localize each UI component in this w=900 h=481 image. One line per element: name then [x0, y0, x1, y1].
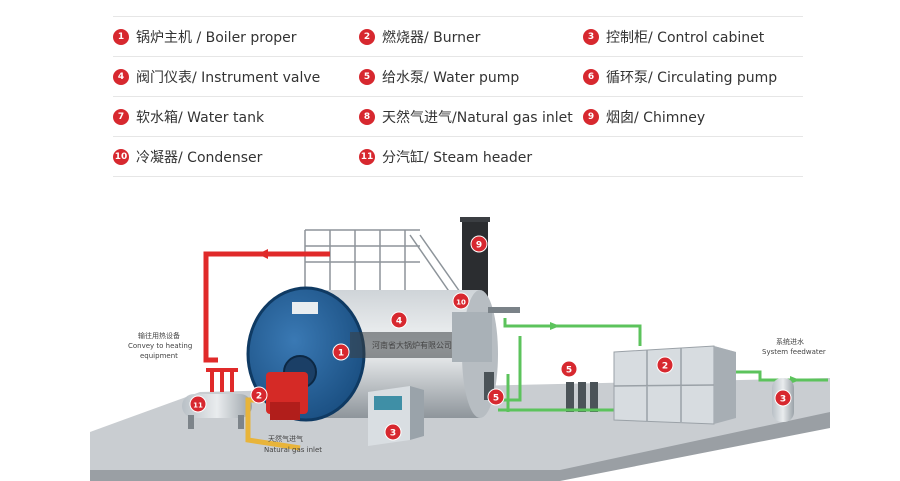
callout-circle [774, 389, 792, 407]
callout-badge: 2 [656, 356, 674, 374]
boiler-plate-text: 河南省大锅炉有限公司 [372, 340, 452, 350]
legend-item-burner: 2 燃烧器/ Burner [359, 28, 480, 46]
top-railing [304, 229, 461, 301]
water-flow-arrow [550, 322, 560, 330]
convey-note-en-1: Convey to heating [128, 342, 192, 350]
legend-item-boiler-proper: 1 锅炉主机 / Boiler proper [113, 28, 297, 46]
number-badge: 10 [113, 149, 129, 165]
legend-item-chimney: 9 烟囱/ Chimney [583, 108, 705, 126]
legend-label: 冷凝器/ Condenser [136, 150, 263, 166]
number-badge: 5 [359, 69, 375, 85]
water-flow-arrow [790, 376, 800, 384]
callout-circle [487, 388, 505, 406]
soft-water-tank [613, 345, 736, 425]
number-badge: 11 [359, 149, 375, 165]
legend-label: 软水箱/ Water tank [136, 110, 265, 126]
component-legend: 1 锅炉主机 / Boiler proper 2 燃烧器/ Burner 3 控… [113, 16, 803, 177]
callout-number: 2 [256, 392, 262, 402]
callout-circle [189, 395, 207, 413]
callout-circle [390, 311, 408, 329]
steam-flow-arrow [258, 249, 268, 259]
legend-label: 燃烧器/ Burner [382, 30, 481, 46]
steam-branch-pipes [206, 368, 238, 392]
number-badge: 2 [359, 29, 375, 45]
callout-badge: 5 [487, 388, 505, 406]
callout-badge: 9 [470, 235, 488, 253]
gas-inlet-note-en: Natural gas inlet [264, 446, 322, 454]
callout-number: 9 [476, 241, 482, 251]
callout-number: 4 [396, 317, 402, 327]
callout-circle [250, 386, 268, 404]
legend-item-circulating-pump: 6 循环泵/ Circulating pump [583, 68, 777, 86]
legend-item-control-cabinet: 3 控制柜/ Control cabinet [583, 28, 764, 46]
steam-header-support [188, 415, 194, 429]
legend-item-water-pump: 5 给水泵/ Water pump [359, 68, 519, 86]
legend-label: 阀门仪表/ Instrument valve [136, 70, 321, 86]
callout-number: 1 [338, 349, 344, 359]
legend-item-natural-gas-inlet: 8 天然气进气/Natural gas inlet [359, 108, 573, 126]
number-badge: 7 [113, 109, 129, 125]
legend-row: 10 冷凝器/ Condenser 11 分汽缸/ Steam header [113, 136, 803, 177]
callout-circle [656, 356, 674, 374]
callout-circle [452, 292, 470, 310]
callout-number: 3 [390, 429, 396, 439]
callout-number: 5 [566, 366, 572, 376]
condenser [452, 312, 492, 362]
legend-label: 给水泵/ Water pump [382, 70, 520, 86]
callout-number: 5 [493, 394, 499, 404]
callout-circle [332, 343, 350, 361]
steam-flow-arrow [204, 292, 208, 302]
legend-row: 7 软水箱/ Water tank 8 天然气进气/Natural gas in… [113, 96, 803, 136]
callout-badge: 2 [250, 386, 268, 404]
number-badge: 6 [583, 69, 599, 85]
legend-item-steam-header: 11 分汽缸/ Steam header [359, 148, 532, 166]
callout-number: 10 [456, 299, 466, 307]
legend-item-instrument-valve: 4 阀门仪表/ Instrument valve [113, 68, 320, 86]
steam-header-support [238, 415, 244, 429]
callout-badge: 10 [452, 292, 470, 310]
number-badge: 9 [583, 109, 599, 125]
legend-label: 烟囱/ Chimney [606, 110, 706, 126]
legend-label: 分汽缸/ Steam header [382, 150, 533, 166]
callout-number: 2 [662, 362, 668, 372]
chimney-top [460, 217, 490, 222]
legend-row: 1 锅炉主机 / Boiler proper 2 燃烧器/ Burner 3 控… [113, 16, 803, 56]
callout-badge: 1 [332, 343, 350, 361]
legend-label: 锅炉主机 / Boiler proper [136, 30, 297, 46]
number-badge: 8 [359, 109, 375, 125]
legend-label: 控制柜/ Control cabinet [606, 30, 765, 46]
water-pump-group [484, 372, 598, 412]
legend-item-condenser: 10 冷凝器/ Condenser [113, 148, 262, 166]
legend-label: 天然气进气/Natural gas inlet [382, 110, 573, 126]
legend-label: 循环泵/ Circulating pump [606, 70, 778, 86]
convey-note-en-2: equipment [140, 352, 178, 360]
control-cabinet-panel [374, 396, 402, 410]
number-badge: 4 [113, 69, 129, 85]
callout-number: 11 [193, 402, 203, 410]
callout-circle [384, 423, 402, 441]
boiler-nameplate [292, 302, 318, 314]
callout-badge: 5 [560, 360, 578, 378]
callout-badges: 1 2 2 3 3 4 5 5 9 10 11 [189, 235, 792, 441]
callout-circle [470, 235, 488, 253]
control-cabinet-side [410, 386, 424, 440]
number-badge: 3 [583, 29, 599, 45]
legend-item-water-tank: 7 软水箱/ Water tank [113, 108, 264, 126]
convey-note-cn: 输往用热设备 [138, 331, 180, 340]
feedwater-note-en: System feedwater [762, 348, 826, 356]
burner-body [270, 402, 300, 420]
callout-badge: 4 [390, 311, 408, 329]
callout-number: 3 [780, 395, 786, 405]
callout-circle [560, 360, 578, 378]
callout-badge: 3 [384, 423, 402, 441]
legend-row: 4 阀门仪表/ Instrument valve 5 给水泵/ Water pu… [113, 56, 803, 96]
callout-badge: 3 [774, 389, 792, 407]
water-pipes [498, 318, 828, 412]
feedwater-note-cn: 系统进水 [776, 337, 804, 346]
gas-inlet-note-cn: 天然气进气 [268, 434, 303, 443]
number-badge: 1 [113, 29, 129, 45]
callout-badge: 11 [189, 395, 207, 413]
